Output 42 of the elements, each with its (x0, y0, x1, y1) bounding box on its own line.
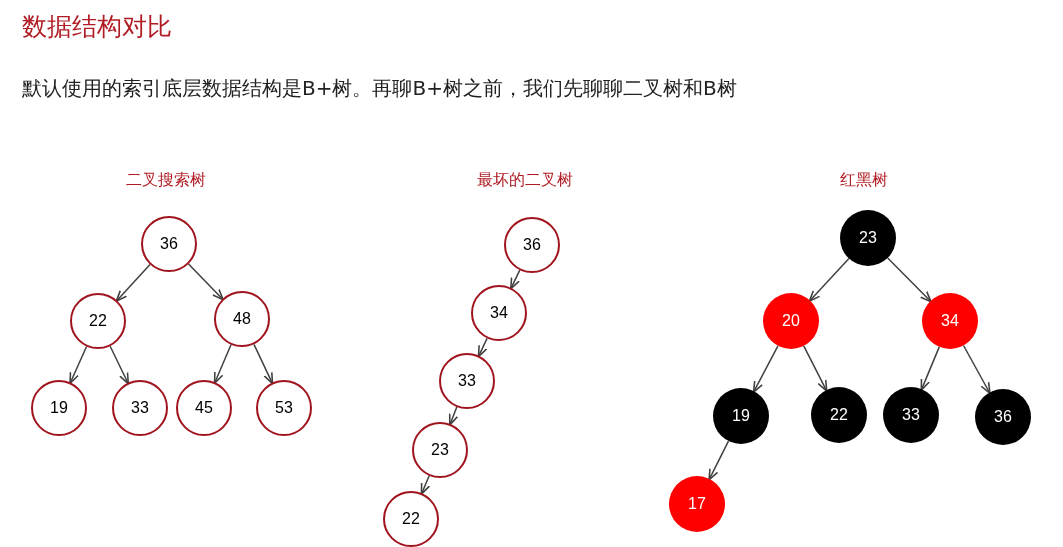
arrow (962, 344, 991, 395)
arrow (808, 257, 850, 303)
arrow (213, 344, 232, 384)
tree-node: 53 (256, 380, 312, 436)
arrow (115, 263, 151, 302)
tree-node: 22 (70, 293, 126, 349)
arrow (752, 345, 779, 393)
tree-node-filled: 17 (669, 476, 725, 532)
arrow (803, 345, 828, 392)
tree-node: 34 (471, 285, 527, 341)
arrow (69, 345, 88, 385)
tree-node-filled: 34 (922, 293, 978, 349)
tree-node: 33 (112, 380, 168, 436)
subtitle: 默认使用的索引底层数据结构是B+树。再聊B+树之前，我们先聊聊二叉树和B树 (22, 75, 737, 102)
tree-node-filled: 20 (763, 293, 819, 349)
tree-node: 33 (439, 353, 495, 409)
tree-node: 22 (383, 491, 439, 547)
arrow (448, 406, 459, 426)
arrow (510, 269, 521, 290)
tree-node: 36 (504, 217, 560, 273)
tree-node: 19 (31, 380, 87, 436)
arrow (187, 263, 224, 301)
arrow (109, 345, 130, 385)
tree-node: 45 (176, 380, 232, 436)
tree-node-filled: 36 (975, 389, 1031, 445)
arrow (886, 257, 932, 303)
arrow (477, 337, 488, 358)
arrow (253, 343, 274, 385)
tree-node: 48 (214, 291, 270, 347)
arrow (708, 440, 730, 481)
tree-node: 23 (412, 422, 468, 478)
tree-node-filled: 23 (840, 210, 896, 266)
arrow (420, 475, 431, 495)
title: 数据结构对比 (22, 11, 172, 43)
tree-node-filled: 33 (883, 387, 939, 443)
tree-heading: 红黑树 (840, 170, 888, 191)
tree-node: 36 (141, 216, 197, 272)
tree-heading: 最坏的二叉树 (477, 170, 573, 191)
tree-node-filled: 22 (811, 387, 867, 443)
tree-heading: 二叉搜索树 (126, 170, 206, 191)
arrow (920, 346, 940, 391)
tree-node-filled: 19 (713, 388, 769, 444)
